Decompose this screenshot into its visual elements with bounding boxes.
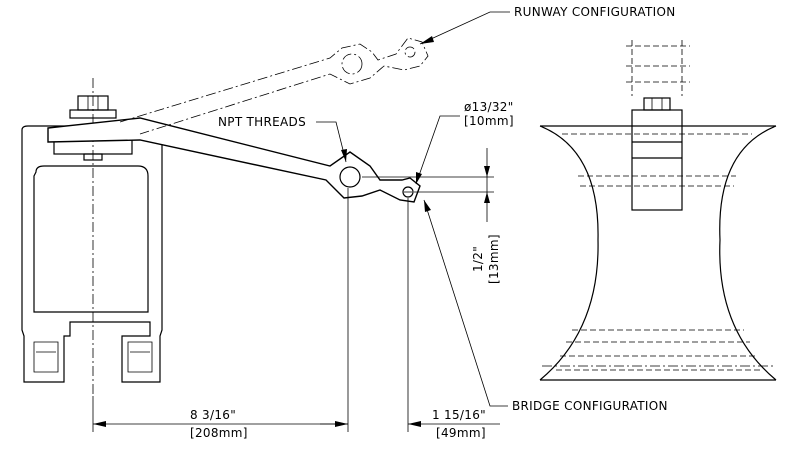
- spacing-in: 1 15/16": [432, 408, 486, 422]
- offset-in: 1/2": [471, 246, 485, 272]
- hole-diameter-in: ø13/32": [464, 100, 514, 114]
- hole-diameter-mm: [10mm]: [464, 114, 514, 128]
- end-view: [539, 40, 777, 381]
- runway-arm-phantom: [119, 37, 429, 135]
- runway-configuration-label: RUNWAY CONFIGURATION: [514, 5, 675, 19]
- reach-mm: [208mm]: [190, 426, 248, 440]
- c-rail-profile: [21, 125, 163, 383]
- npt-threads-label: NPT THREADS: [218, 115, 306, 129]
- bridge-configuration-label: BRIDGE CONFIGURATION: [512, 399, 668, 413]
- spacing-mm: [49mm]: [436, 426, 486, 440]
- bridge-arm: [47, 117, 421, 203]
- leader-lines: [316, 11, 510, 407]
- reach-in: 8 3/16": [190, 408, 236, 422]
- offset-mm: [13mm]: [487, 234, 501, 284]
